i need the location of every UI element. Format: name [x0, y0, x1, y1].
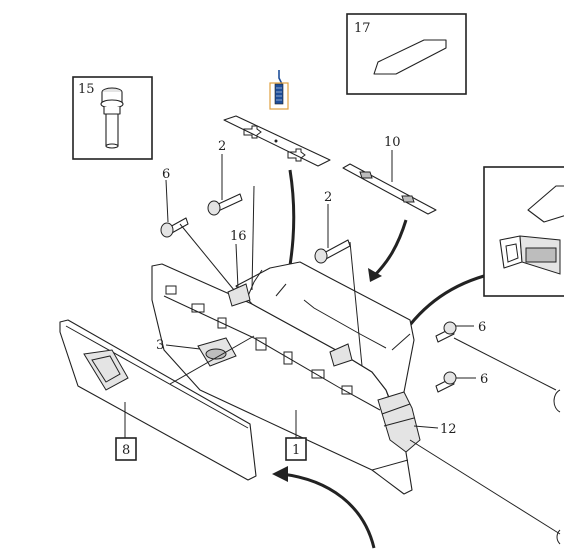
screw-6-right-upper — [435, 321, 457, 343]
wire-connector — [269, 70, 289, 110]
label-10: 10 — [384, 135, 401, 150]
inset-right-frame — [483, 166, 564, 297]
push-clip — [100, 87, 124, 149]
label-6-right-lower: 6 — [480, 372, 488, 387]
screw-2-lower — [314, 239, 351, 264]
label-1-frame — [285, 437, 307, 461]
label-17: 17 — [354, 21, 371, 36]
inset-right — [483, 166, 564, 297]
edge-marks — [553, 389, 561, 545]
hinge-bracket-left — [227, 283, 251, 307]
screw-6-left — [160, 217, 189, 238]
label-8-frame — [115, 437, 137, 461]
label-8: 8 — [122, 443, 130, 458]
lid-handle — [83, 349, 129, 391]
label-15: 15 — [78, 82, 95, 97]
label-12: 12 — [440, 422, 457, 437]
label-2-upper: 2 — [218, 139, 226, 154]
foam-pad — [373, 39, 447, 75]
hinge-bracket-right — [329, 343, 353, 367]
strip-10: 10 — [342, 135, 437, 215]
mounting-plate — [223, 115, 331, 167]
label-3: 3 — [156, 338, 164, 353]
inset-17: 17 — [346, 13, 467, 95]
inset-15: 15 — [72, 76, 153, 160]
glovebox-lid — [59, 319, 257, 481]
label-6-right-upper: 6 — [478, 320, 486, 335]
callout-labels: 2 6 16 2 3 6 6 12 8 1 — [115, 139, 488, 461]
label-6-left: 6 — [162, 167, 170, 182]
label-2-lower: 2 — [324, 190, 332, 205]
label-1: 1 — [292, 443, 300, 458]
connector-highlight — [269, 82, 289, 110]
inset-right-bracket — [499, 235, 561, 275]
glovebox-housing — [151, 261, 421, 495]
screw-2-upper — [207, 193, 243, 216]
leader-lines — [124, 154, 561, 535]
label-16: 16 — [230, 229, 247, 244]
screw-6-right-lower — [435, 371, 457, 393]
inset-right-pad — [527, 185, 564, 223]
